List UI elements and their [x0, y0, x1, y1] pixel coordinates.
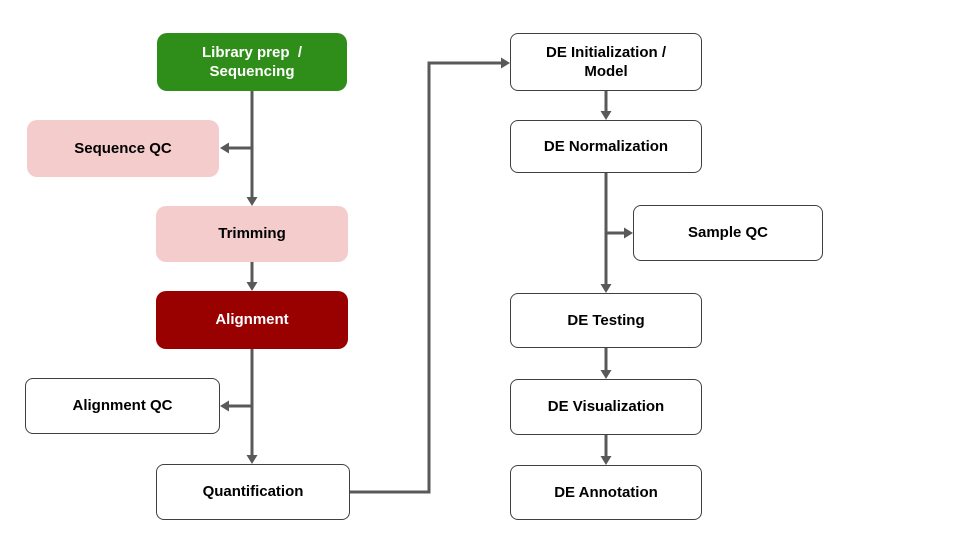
node-de-testing-label: DE Testing: [567, 311, 645, 329]
node-de-initialization-model: DE Initialization / Model: [510, 33, 702, 91]
node-de-testing: DE Testing: [510, 293, 702, 348]
node-de-normalization-label: DE Normalization: [543, 137, 669, 155]
node-de-annotation-label: DE Annotation: [554, 483, 658, 501]
node-sample-qc-label: Sample QC: [687, 224, 769, 242]
node-sequence-qc-label: Sequence QC: [74, 139, 172, 157]
node-library-prep-line2: Sequencing: [209, 63, 295, 80]
node-de-annotation: DE Annotation: [510, 465, 702, 520]
edge-quantification-to-de-initialization: [350, 61, 502, 494]
node-quantification-label: Quantification: [202, 483, 304, 501]
edge-lines: [228, 61, 625, 494]
arrowhead-quantification: [246, 455, 258, 464]
node-trimming: Trimming: [156, 206, 348, 262]
node-trimming-label: Trimming: [218, 225, 286, 243]
node-de-initialization-line1: DE Initialization /: [545, 43, 666, 61]
node-alignment-qc: Alignment QC: [25, 378, 220, 434]
arrowhead-de-initialization: [501, 57, 510, 69]
arrowhead-alignment: [246, 282, 258, 291]
node-alignment-qc-label: Alignment QC: [72, 397, 173, 415]
node-quantification: Quantification: [156, 464, 350, 520]
node-library-prep-sequencing: Library prep / Sequencing: [157, 33, 347, 91]
node-alignment-label: Alignment: [215, 311, 289, 329]
node-library-prep-line1: Library prep /: [201, 43, 303, 61]
arrowhead-de-normalization: [600, 111, 612, 120]
node-de-initialization-line2: Model: [584, 63, 628, 80]
arrowhead-trimming: [246, 197, 258, 206]
node-de-normalization: DE Normalization: [510, 120, 702, 173]
arrowhead-alignment-qc: [220, 400, 229, 412]
arrowhead-sequence-qc: [220, 142, 229, 154]
edge-arrowheads: [220, 57, 633, 465]
node-de-visualization: DE Visualization: [510, 379, 702, 435]
node-de-visualization-label: DE Visualization: [547, 398, 665, 416]
node-sequence-qc: Sequence QC: [27, 120, 219, 177]
node-alignment: Alignment: [156, 291, 348, 349]
node-sample-qc: Sample QC: [633, 205, 823, 261]
arrowhead-de-visualization: [600, 370, 612, 379]
arrowhead-de-testing: [600, 284, 612, 293]
arrowhead-de-annotation: [600, 456, 612, 465]
arrowhead-sample-qc: [624, 227, 633, 239]
